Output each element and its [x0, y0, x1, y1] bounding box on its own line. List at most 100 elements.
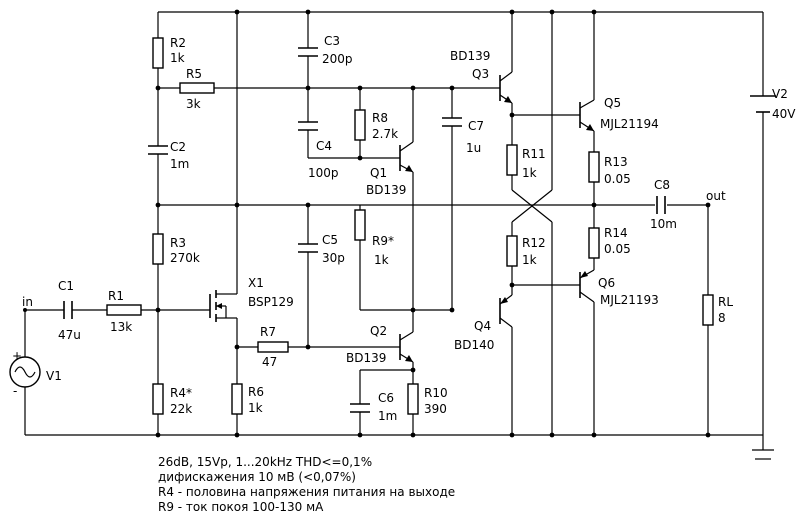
label-r10: R10	[424, 386, 448, 400]
label-r13: R13	[604, 155, 628, 169]
resistor-r2	[152, 37, 164, 69]
resistor-r6	[231, 383, 243, 415]
label-rl-value: 8	[718, 311, 726, 325]
label-c7-value: 1u	[466, 141, 481, 155]
label-r6: R6	[248, 385, 264, 399]
transistor-q6	[579, 269, 595, 303]
dc-source-v2	[750, 95, 776, 113]
resistor-r3	[152, 233, 164, 265]
component-labels: R2 1k R5 3k C2 1m R3 270k R4* 22k R1 13k…	[12, 34, 796, 423]
label-q4-type: BD140	[454, 338, 494, 352]
label-r2-value: 1k	[170, 51, 185, 65]
wires	[24, 11, 774, 460]
label-rl: RL	[718, 295, 733, 309]
label-c2: C2	[170, 140, 186, 154]
label-x1: X1	[248, 276, 264, 290]
label-q6-type: MJL21193	[600, 293, 659, 307]
transistor-q5	[579, 99, 595, 132]
label-r8-value: 2.7k	[372, 127, 398, 141]
resistor-r1	[106, 304, 142, 316]
resistor-r4	[152, 383, 164, 415]
label-r7: R7	[260, 325, 276, 339]
label-output: out	[706, 189, 726, 203]
transistor-q4	[499, 294, 513, 328]
label-c3: C3	[324, 34, 340, 48]
label-q3-type: BD139	[450, 49, 490, 63]
label-v2-value: 40V	[772, 107, 796, 121]
capacitor-c4	[298, 121, 318, 131]
label-r7-value: 47	[262, 355, 277, 369]
label-r5: R5	[186, 67, 202, 81]
label-input: in	[22, 295, 33, 309]
capacitor-c7	[442, 117, 462, 127]
mosfet-x1	[209, 290, 227, 322]
signal-source-v1	[9, 356, 41, 388]
label-v1: V1	[46, 369, 62, 383]
label-r2: R2	[170, 36, 186, 50]
label-c3-value: 200p	[322, 52, 353, 66]
label-plus: +	[12, 349, 22, 363]
label-r9-value: 1k	[374, 253, 389, 267]
label-q6: Q6	[598, 276, 615, 290]
label-minus: -	[13, 384, 17, 398]
design-notes: 26dB, 15Vp, 1...20kHz THD<=0,1% дифискаж…	[158, 455, 455, 514]
capacitor-c2	[148, 140, 168, 160]
label-r14: R14	[604, 226, 628, 240]
label-r6-value: 1k	[248, 401, 263, 415]
note-line: R4 - половина напряжения питания на выхо…	[158, 485, 455, 499]
label-r1: R1	[108, 289, 124, 303]
label-r12: R12	[522, 236, 546, 250]
resistor-r12	[506, 235, 518, 267]
label-c8: C8	[654, 178, 670, 192]
label-r13-value: 0.05	[604, 172, 631, 186]
resistor-r7	[257, 341, 289, 353]
label-q2: Q2	[370, 324, 387, 338]
label-r4-value: 22k	[170, 402, 192, 416]
capacitor-c6	[350, 403, 370, 413]
capacitor-c8	[656, 196, 666, 214]
label-q1: Q1	[370, 166, 387, 180]
resistor-r5	[179, 82, 215, 94]
label-r10-value: 390	[424, 402, 447, 416]
label-q1-type: BD139	[366, 183, 406, 197]
label-q5-type: MJL21194	[600, 117, 659, 131]
label-c6-value: 1m	[378, 409, 397, 423]
label-c4-value: 100p	[308, 166, 339, 180]
note-line: R9 - ток покоя 100-130 мА	[158, 500, 324, 514]
label-c5: C5	[322, 233, 338, 247]
resistor-r14	[588, 227, 600, 259]
label-v2: V2	[772, 87, 788, 101]
label-c8-value: 10m	[650, 217, 677, 231]
label-q2-type: BD139	[346, 351, 386, 365]
label-c6: C6	[378, 391, 394, 405]
label-c2-value: 1m	[170, 157, 189, 171]
resistor-r11	[506, 144, 518, 176]
note-line: дифискажения 10 мВ (<0,07%)	[158, 470, 356, 484]
label-r4: R4*	[170, 386, 192, 400]
resistor-r9	[354, 209, 366, 241]
transistor-q1	[399, 141, 414, 173]
label-r12-value: 1k	[522, 253, 537, 267]
label-r3: R3	[170, 236, 186, 250]
label-q3: Q3	[472, 67, 489, 81]
junction-dots	[23, 9, 711, 438]
label-r3-value: 270k	[170, 251, 200, 265]
label-r14-value: 0.05	[604, 242, 631, 256]
resistor-r13	[588, 151, 600, 183]
label-c5-value: 30p	[322, 251, 345, 265]
label-x1-type: BSP129	[248, 295, 294, 309]
resistor-rl	[702, 294, 714, 326]
label-r9: R9*	[372, 234, 394, 248]
label-r11: R11	[522, 147, 546, 161]
capacitor-c1	[63, 301, 73, 319]
label-q4: Q4	[474, 319, 491, 333]
label-q5: Q5	[604, 96, 621, 110]
label-c4: C4	[316, 139, 332, 153]
label-c1-value: 47u	[58, 328, 81, 342]
label-r11-value: 1k	[522, 166, 537, 180]
capacitor-c3	[298, 47, 318, 57]
label-r5-value: 3k	[186, 97, 201, 111]
label-r1-value: 13k	[110, 320, 132, 334]
transistor-q2	[399, 331, 414, 363]
